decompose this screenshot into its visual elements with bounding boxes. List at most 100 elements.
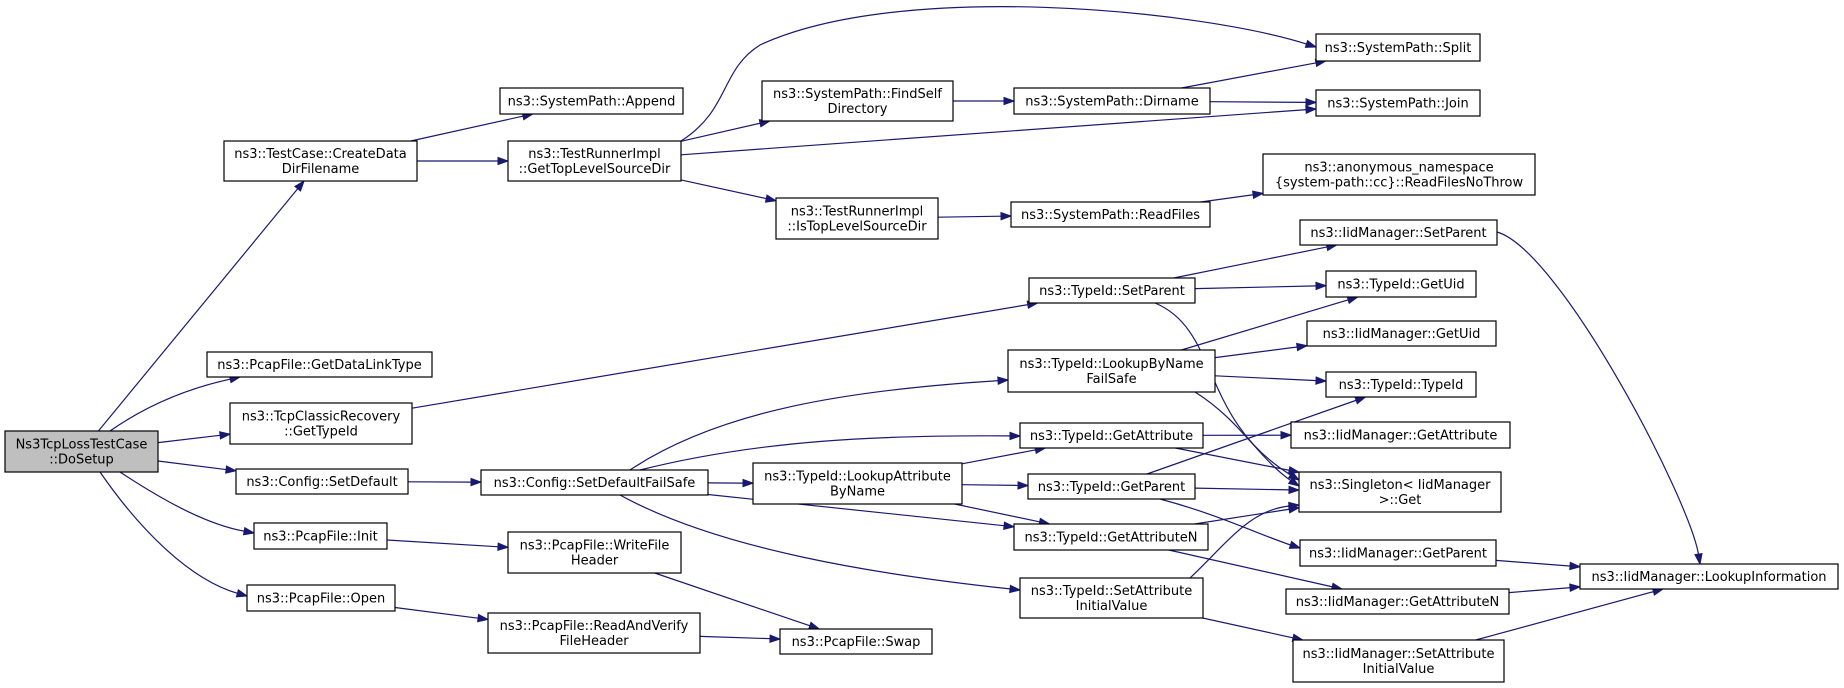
edge-line [1181, 299, 1350, 351]
node-label-line: DirFilename [282, 162, 360, 177]
node-label-line: ns3::SystemPath::FindSelf [773, 87, 942, 102]
node-typeGetParent[interactable]: ns3::TypeId::GetParent [1027, 473, 1196, 500]
edge-arrowhead [1000, 211, 1013, 221]
edge-arrowhead [294, 179, 305, 192]
edge-line [411, 303, 1029, 409]
edge-line [1194, 508, 1291, 525]
node-label-line: ns3::TypeId::GetParent [1038, 480, 1186, 495]
node-getTopLevel[interactable]: ns3::TestRunnerImpl::GetTopLevelSourceDi… [507, 140, 682, 182]
node-label-line: ns3::Config::SetDefault [246, 475, 397, 490]
node-readFiles[interactable]: ns3::SystemPath::ReadFiles [1010, 201, 1211, 228]
edge-arrowhead [235, 589, 249, 598]
edge-line [961, 484, 1020, 486]
edge-line [1508, 587, 1572, 594]
node-label-line: ns3::TypeId::SetParent [1039, 284, 1185, 299]
edge-arrowhead [1315, 376, 1328, 385]
edge-arrowhead [1009, 431, 1022, 441]
node-iidGetParent[interactable]: ns3::IidManager::GetParent [1299, 539, 1497, 567]
node-label-line: ns3::PcapFile::GetDataLinkType [217, 358, 421, 373]
node-iidGetAttribute[interactable]: ns3::IidManager::GetAttribute [1290, 421, 1511, 449]
node-box [1262, 153, 1536, 196]
edge-line [386, 539, 500, 548]
node-box [507, 140, 682, 182]
node-readFilesNoThrow[interactable]: ns3::anonymous_namespace{system-path::cc… [1262, 153, 1536, 196]
edge-lookupByNameFailSafe-to-iidGetUid [1214, 342, 1309, 359]
node-label-line: ns3::IidManager::GetParent [1309, 547, 1487, 562]
node-dirname[interactable]: ns3::SystemPath::Dirname [1013, 87, 1211, 115]
node-box [1298, 471, 1502, 513]
edge-arrowhead [477, 613, 490, 623]
node-label-line: ns3::TypeId::GetAttribute [1030, 429, 1193, 444]
edge-line [680, 122, 762, 142]
edge-root-to-setDefault [157, 460, 238, 474]
edge-arrowhead [764, 194, 778, 203]
node-setDefaultFailSafe[interactable]: ns3::Config::SetDefaultFailSafe [480, 469, 709, 496]
edge-getTopLevel-to-join [680, 105, 1318, 156]
edge-line [157, 460, 228, 471]
node-label-line: ns3::PcapFile::Swap [792, 635, 921, 650]
edge-line [937, 215, 1003, 218]
node-append[interactable]: ns3::SystemPath::Append [499, 87, 684, 115]
node-box [229, 402, 413, 445]
edge-root-to-getDataLinkType [109, 375, 242, 432]
edge-setDefaultFailSafe-to-lookupByNameFailSafe [629, 376, 1010, 471]
node-label-line: ns3::PcapFile::Open [257, 592, 385, 607]
node-iidSetParent[interactable]: ns3::IidManager::SetParent [1299, 219, 1498, 246]
node-iidGetAttributeN[interactable]: ns3::IidManager::GetAttributeN [1285, 588, 1510, 615]
edge-arrowhead [742, 478, 755, 488]
node-typeGetAttribute[interactable]: ns3::TypeId::GetAttribute [1019, 422, 1204, 449]
node-box [1290, 421, 1511, 449]
node-swap[interactable]: ns3::PcapFile::Swap [779, 628, 933, 655]
edge-arrowhead [497, 156, 510, 166]
node-iidSetAttrInit[interactable]: ns3::IidManager::SetAttributeInitialValu… [1292, 639, 1505, 683]
node-box [1013, 87, 1211, 115]
node-label-line: ns3::TestRunnerImpl [528, 147, 661, 162]
node-root[interactable]: Ns3TcpLossTestCase::DoSetup [4, 430, 159, 473]
node-pcapOpen[interactable]: ns3::PcapFile::Open [246, 584, 396, 612]
node-box [499, 87, 684, 115]
node-setDefault[interactable]: ns3::Config::SetDefault [235, 468, 409, 495]
edge-typeSetParent-to-iidSetParent [1173, 242, 1339, 279]
node-box [1299, 539, 1497, 567]
edge-line [1181, 62, 1318, 89]
edge-line [157, 434, 222, 444]
node-pcapInit[interactable]: ns3::PcapFile::Init [253, 522, 388, 550]
node-typeGetUid[interactable]: ns3::TypeId::GetUid [1325, 270, 1477, 298]
node-tcpClassic[interactable]: ns3::TcpClassicRecovery::GetTypeId [229, 402, 413, 445]
node-typeGetAttributeN[interactable]: ns3::TypeId::GetAttributeN [1013, 523, 1209, 551]
node-label-line: ns3::TestRunnerImpl [791, 205, 924, 220]
node-box [1028, 277, 1196, 304]
node-isTopLevel[interactable]: ns3::TestRunnerImpl::IsTopLevelSourceDir [775, 197, 939, 240]
node-box [1299, 219, 1498, 246]
node-label-line: ns3::TypeId::LookupByName [1019, 357, 1203, 372]
node-label-line: ns3::TypeId::SetAttribute [1031, 584, 1193, 599]
edge-line [1168, 549, 1334, 588]
edge-line [680, 179, 768, 200]
node-split[interactable]: ns3::SystemPath::Split [1315, 33, 1481, 62]
edge-root-to-tcpClassic [157, 431, 232, 444]
edge-pcapOpen-to-readAndVerify [394, 606, 490, 623]
edge-arrowhead [497, 542, 510, 551]
node-label-line: ns3::SystemPath::Dirname [1025, 95, 1198, 110]
node-label-line: ns3::TestCase::CreateData [234, 147, 406, 162]
edge-arrowhead [1280, 430, 1293, 440]
node-singletonGet[interactable]: ns3::Singleton< IidManager >::Get [1298, 471, 1502, 513]
node-join[interactable]: ns3::SystemPath::Join [1315, 89, 1481, 117]
node-lookupInformation[interactable]: ns3::IidManager::LookupInformation [1579, 563, 1839, 590]
node-box [1292, 639, 1505, 683]
node-box [246, 584, 396, 612]
edge-iidGetParent-to-lookupInformation [1495, 559, 1582, 571]
node-typeSetParent[interactable]: ns3::TypeId::SetParent [1028, 277, 1196, 304]
node-label-line: >::Get [1379, 493, 1422, 508]
node-typeTypeId[interactable]: ns3::TypeId::TypeId [1325, 371, 1477, 398]
node-label-line: ns3::TypeId::GetUid [1337, 278, 1464, 293]
node-iidGetUid[interactable]: ns3::IidManager::GetUid [1306, 320, 1497, 347]
node-getDataLinkType[interactable]: ns3::PcapFile::GetDataLinkType [206, 351, 433, 378]
